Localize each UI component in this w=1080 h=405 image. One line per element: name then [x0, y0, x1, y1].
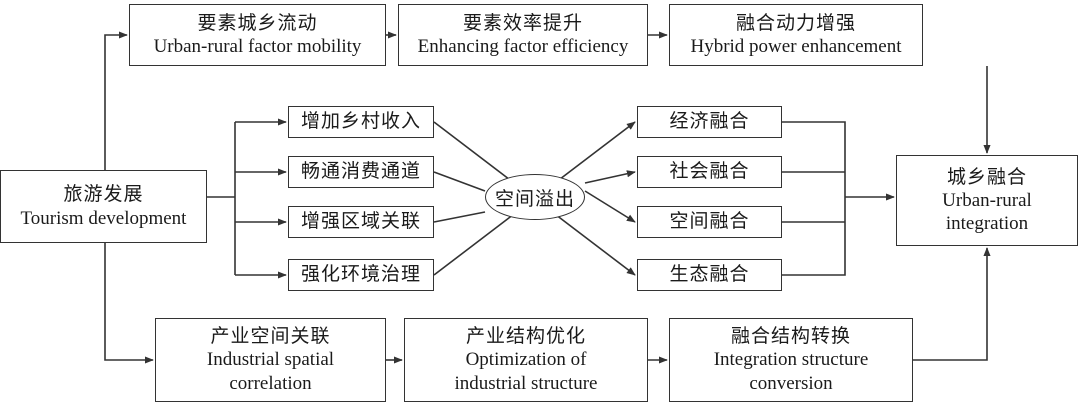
node-optimization-industrial-structure: 产业结构优化 Optimization of industrial struct… — [404, 318, 648, 402]
node-economic-integration: 经济融合 — [637, 106, 782, 138]
node-urban-rural-factor-mobility: 要素城乡流动 Urban-rural factor mobility — [129, 4, 386, 66]
node-label-en: Hybrid power enhancement — [690, 36, 902, 57]
node-label-zh: 社会融合 — [669, 160, 750, 183]
node-increase-rural-income: 增加乡村收入 — [288, 106, 434, 138]
node-spatial-integration: 空间融合 — [637, 206, 782, 238]
node-label-en-line2: industrial structure — [454, 372, 598, 394]
node-strengthen-regional-links: 增强区域关联 — [288, 206, 434, 238]
node-label-en-line1: Urban-rural — [942, 189, 1032, 211]
node-smooth-consumption-channels: 畅通消费通道 — [288, 156, 434, 188]
node-integration-structure-conversion: 融合结构转换 Integration structure conversion — [669, 318, 913, 402]
node-label-en-line2: correlation — [229, 372, 312, 394]
node-label-zh: 强化环境治理 — [300, 263, 421, 286]
node-label-zh: 产业空间关联 — [210, 325, 331, 348]
node-label-zh: 要素城乡流动 — [197, 11, 318, 34]
node-label-en-line2: conversion — [749, 372, 833, 394]
node-tourism-development: 旅游发展 Tourism development — [0, 170, 207, 243]
node-label-en: Enhancing factor efficiency — [417, 36, 629, 57]
node-label-zh: 旅游发展 — [63, 183, 144, 206]
node-label-en-line2: integration — [945, 213, 1029, 235]
node-spatial-spillover: 空间溢出 — [485, 174, 585, 220]
node-strengthen-environmental-governance: 强化环境治理 — [288, 259, 434, 291]
node-label-zh: 空间溢出 — [494, 187, 575, 210]
node-label-zh: 城乡融合 — [946, 165, 1027, 188]
node-label-zh: 畅通消费通道 — [300, 160, 421, 183]
node-label-zh: 增加乡村收入 — [300, 110, 421, 133]
node-label-en: Tourism development — [20, 207, 187, 229]
node-label-zh: 经济融合 — [669, 110, 750, 133]
node-label-zh: 融合结构转换 — [730, 325, 851, 348]
node-urban-rural-integration: 城乡融合 Urban-rural integration — [896, 155, 1078, 246]
node-label-en: Urban-rural factor mobility — [153, 36, 362, 57]
node-enhancing-factor-efficiency: 要素效率提升 Enhancing factor efficiency — [398, 4, 648, 66]
node-hybrid-power-enhancement: 融合动力增强 Hybrid power enhancement — [669, 4, 923, 66]
node-label-en-line1: Integration structure — [713, 349, 869, 371]
node-industrial-spatial-correlation: 产业空间关联 Industrial spatial correlation — [155, 318, 386, 402]
node-label-zh: 融合动力增强 — [735, 11, 856, 34]
node-label-zh: 要素效率提升 — [462, 11, 583, 34]
node-social-integration: 社会融合 — [637, 156, 782, 188]
node-label-zh: 生态融合 — [669, 263, 750, 286]
node-label-en-line1: Industrial spatial — [206, 349, 335, 371]
node-ecological-integration: 生态融合 — [637, 259, 782, 291]
node-label-en-line1: Optimization of — [465, 349, 587, 371]
node-label-zh: 产业结构优化 — [465, 325, 586, 348]
node-label-zh: 空间融合 — [669, 210, 750, 233]
node-label-zh: 增强区域关联 — [300, 210, 421, 233]
